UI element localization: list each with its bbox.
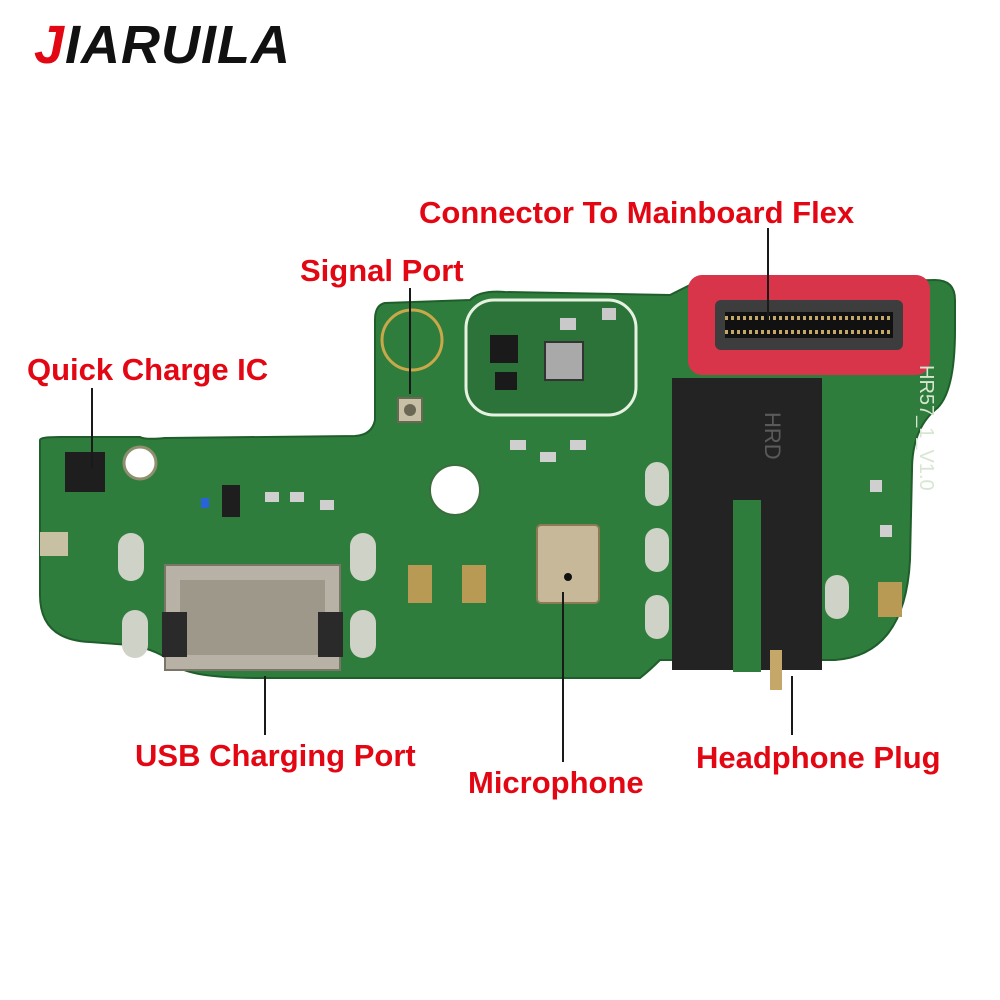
mount-hole xyxy=(429,464,481,516)
quick-charge-ic xyxy=(65,452,105,492)
gold-ring-pad xyxy=(380,308,444,372)
microphone-component xyxy=(536,524,600,604)
label-usb-charging-port: USB Charging Port xyxy=(135,738,416,773)
label-microphone: Microphone xyxy=(468,765,644,800)
svg-text:HRD: HRD xyxy=(760,412,785,460)
brand-logo: JIARUILA xyxy=(34,15,292,75)
label-headphone-plug: Headphone Plug xyxy=(696,740,941,775)
label-connector: Connector To Mainboard Flex xyxy=(419,195,855,230)
mount-hole xyxy=(122,445,158,481)
label-signal-port: Signal Port xyxy=(300,253,464,288)
board-silkscreen: HR57_1_V1.0 xyxy=(915,365,937,491)
label-quick-charge-ic: Quick Charge IC xyxy=(27,352,269,387)
